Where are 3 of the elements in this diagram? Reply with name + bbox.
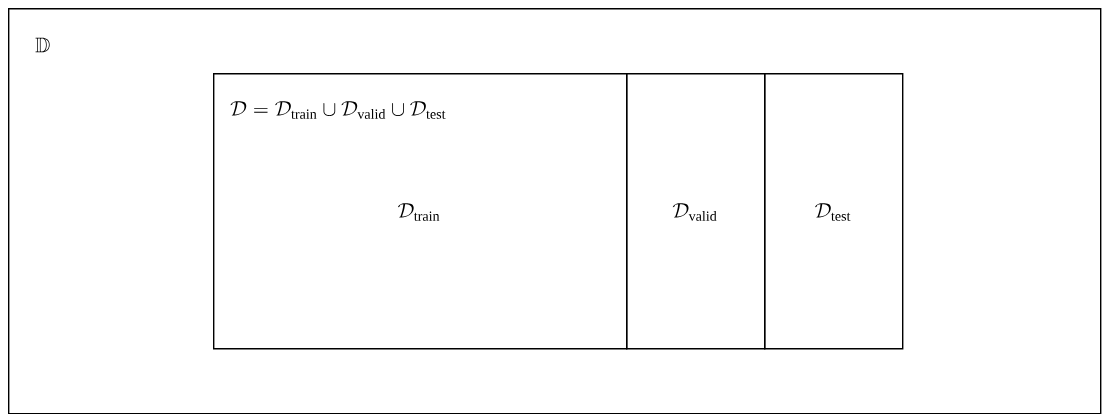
partition-box: $\mathcal{D}_{\mathrm{valid}}$: [626, 73, 766, 350]
partition-box: $\mathcal{D} = \mathcal{D}_{\mathrm{train}} \cup \mathcal{D}_{\mathrm{valid}} \cup \mathcal{D}_{\mathrm{test}}$ $\mathcal{D}_{\mathrm{train}}$: [213, 73, 628, 350]
partition-box: $\mathcal{D}_{\mathrm{test}}$: [764, 73, 904, 350]
